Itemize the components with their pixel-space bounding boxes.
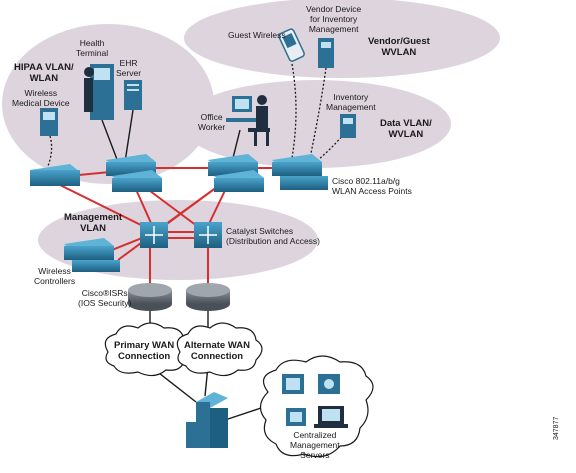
wireless-medical-device-icon [40, 108, 58, 136]
ehr-server-icon [124, 80, 142, 110]
isr-router-left-icon [128, 283, 172, 311]
access-switch-right-icon [208, 154, 264, 192]
cisco-isrs-label: Cisco®ISRs(IOS Security) [78, 288, 132, 308]
catalyst-switch-right-icon [194, 222, 222, 248]
access-switch-center-icon [106, 154, 162, 192]
catalyst-switches-label: Catalyst Switches(Distribution and Acces… [226, 226, 321, 246]
isr-router-right-icon [186, 283, 230, 311]
datacenter-building-icon [186, 392, 228, 448]
health-terminal-icon [84, 64, 114, 120]
wireless-links [47, 63, 345, 167]
catalyst-switch-left-icon [140, 222, 168, 248]
hipaa-vlan-label: HIPAA VLAN/WLAN [14, 62, 74, 84]
wlan-access-points-icon [272, 154, 328, 190]
access-switch-left-icon [30, 164, 80, 186]
vendor-device-icon [318, 38, 334, 68]
mgmt-server-icons [282, 374, 348, 428]
office-worker-icon [226, 95, 270, 146]
guest-wireless-label: Guest Wireless [228, 30, 286, 40]
alternate-wan-cloud [176, 322, 263, 377]
wireless-controllers-icon [64, 238, 120, 272]
inventory-device-icon [340, 114, 356, 138]
guest-wireless-pda-icon [278, 28, 305, 62]
figure-id: 347877 [553, 416, 560, 440]
data-vlan-label: Data VLAN/WVLAN [380, 118, 432, 140]
vendor-guest-zone [184, 0, 500, 78]
